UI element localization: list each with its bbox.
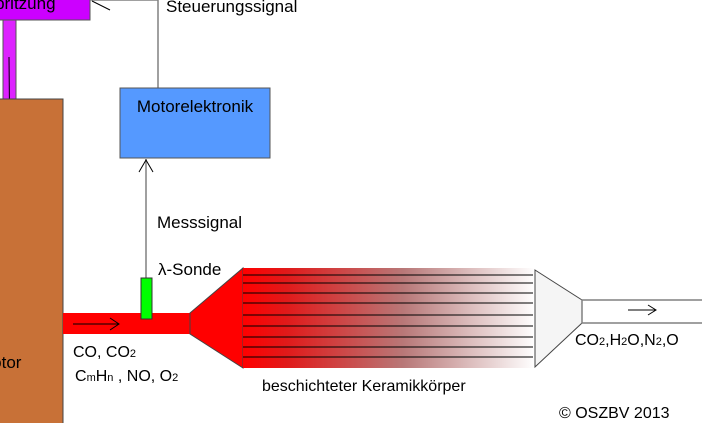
- control-signal-line: [90, 0, 159, 88]
- engine-label: Motor: [0, 353, 22, 372]
- raw-gas-label-2: CmHn , NO, O2: [75, 368, 178, 385]
- injection-box: [0, 0, 91, 21]
- control-signal-label: Steuerungssignal: [166, 0, 297, 16]
- raw-gas-label-1: CO, CO2: [73, 344, 136, 361]
- ceramic-label: beschichteter Keramikkörper: [262, 378, 466, 395]
- ceramic-channels: [243, 274, 533, 358]
- lambda-probe: [140, 277, 153, 320]
- injection-label: Einspritzung: [0, 0, 56, 13]
- flow-arrow-in-head: [109, 317, 120, 331]
- control-arrow-head: [91, 0, 111, 11]
- ecu-box: [119, 87, 271, 159]
- flow-arrow-out-head: [647, 304, 657, 316]
- outlet-cone: [534, 269, 583, 369]
- inlet-cone: [189, 266, 244, 369]
- ecu-label: Motorelektronik: [137, 97, 254, 116]
- exhaust-pipe-out: [581, 299, 702, 324]
- lambda-probe-label: λ-Sonde: [158, 260, 221, 279]
- clean-gas-label: CO2,H2O,N2,O: [575, 332, 679, 349]
- copyright: © OSZBV 2013: [559, 405, 670, 422]
- measure-arrow-head: [138, 159, 154, 173]
- measure-signal-label: Messsignal: [157, 213, 242, 232]
- exhaust-pipe-in: [63, 313, 191, 334]
- ceramic-body: [243, 268, 535, 368]
- engine-block: [0, 98, 64, 423]
